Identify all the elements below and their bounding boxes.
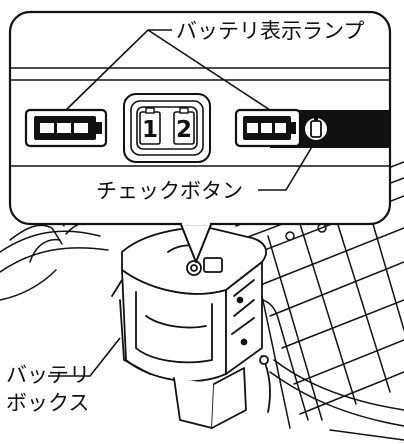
check-button-label: チェックボタン	[96, 179, 243, 203]
battery-lamp-icon	[24, 108, 108, 148]
battery-check-icon	[305, 118, 327, 140]
module-digit-2: 2	[176, 117, 192, 143]
leader-lines	[46, 29, 317, 377]
machine-illustration	[0, 161, 404, 441]
module-digit-1: 1	[142, 117, 158, 143]
zoom-panel: 1 2 バッテリ表示ランプ チェックボタン	[8, 10, 392, 377]
module-selector: 1 2	[123, 93, 211, 163]
battery-lamp-icon	[234, 108, 302, 148]
battery-box-label-line2: ボックス	[6, 391, 89, 415]
battery-box-drawing	[111, 226, 271, 429]
battery-lamp-label: バッテリ表示ランプ	[176, 19, 364, 43]
battery-box-label-line1: バッテリ	[6, 363, 90, 387]
